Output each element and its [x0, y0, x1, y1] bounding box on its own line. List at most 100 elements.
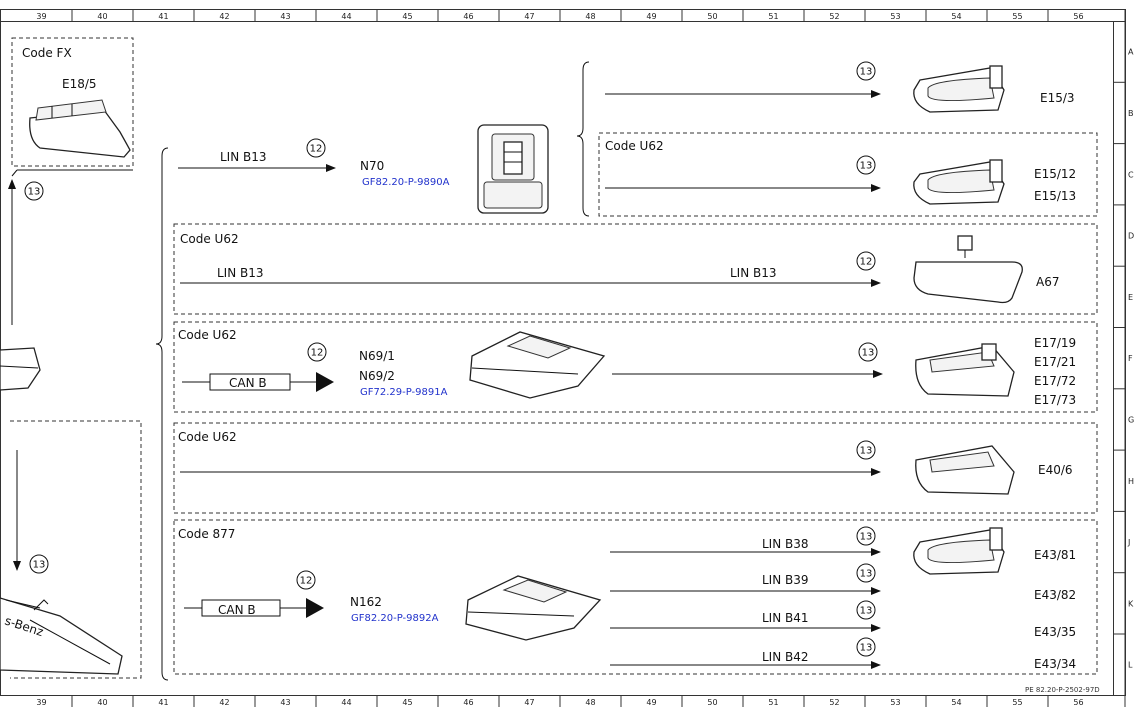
- ref-circle-b41: 13: [856, 600, 876, 620]
- footer-ref: PE 82.20-P-2502-97D: [1025, 686, 1100, 694]
- ruler-col-label: 50: [707, 698, 717, 707]
- n69-ref-link[interactable]: GF72.29-P-9891A: [360, 387, 448, 398]
- top-right-brace: [576, 61, 590, 217]
- ruler-col-label: 45: [402, 12, 412, 21]
- lin-b38-label: LIN B38: [762, 537, 809, 551]
- ruler-row-label: D: [1128, 232, 1134, 241]
- e15-13-label: E15/13: [1034, 189, 1076, 203]
- code-877-label: Code 877: [178, 527, 235, 541]
- ruler-col-label: 46: [463, 12, 473, 21]
- svg-text:13: 13: [860, 67, 873, 78]
- ruler-col-label: 40: [97, 698, 107, 707]
- e17-21-label: E17/21: [1034, 355, 1076, 369]
- ruler-col-label: 52: [829, 12, 839, 21]
- n70-bus-label: LIN B13: [220, 150, 267, 164]
- e15-12-lamp-icon: [913, 159, 1005, 205]
- ruler-col-label: 45: [402, 698, 412, 707]
- ruler-col-label: 41: [158, 698, 168, 707]
- e17-72-label: E17/72: [1034, 374, 1076, 388]
- ruler-col-label: 48: [585, 698, 595, 707]
- svg-text:13: 13: [860, 569, 873, 580]
- ref-circle-b38: 13: [856, 526, 876, 546]
- ref-circle-e40: 13: [856, 440, 876, 460]
- e15-3-lamp-icon: [913, 65, 1005, 113]
- ruler-col-label: 43: [280, 12, 290, 21]
- e17-lamp-icon: [915, 343, 1015, 397]
- ruler-col-label: 52: [829, 698, 839, 707]
- ruler-frame: 3939404041414242434344444545464647474848…: [0, 9, 1134, 707]
- left-connector: [11, 169, 18, 177]
- ruler-col-label: 55: [1012, 698, 1022, 707]
- a67-u62-box: [173, 223, 1098, 315]
- n69-1-label: N69/1: [359, 349, 395, 363]
- ref-circle-n70: 12: [306, 138, 326, 158]
- e15-3-label: E15/3: [1040, 91, 1075, 105]
- lin-b39-label: LIN B39: [762, 573, 809, 587]
- ruler-col-label: 39: [36, 12, 46, 21]
- ruler-col-label: 44: [341, 12, 351, 21]
- ref-circle-b39: 13: [856, 563, 876, 583]
- n69-2-label: N69/2: [359, 369, 395, 383]
- ruler-row-label: A: [1128, 48, 1134, 57]
- e17-73-label: E17/73: [1034, 393, 1076, 407]
- lin-b42-label: LIN B42: [762, 650, 809, 664]
- a67-code: Code U62: [180, 232, 239, 246]
- can-b-arrow-n162: [184, 598, 324, 618]
- n70-ref-link[interactable]: GF82.20-P-9890A: [362, 177, 450, 188]
- svg-text:13: 13: [860, 161, 873, 172]
- n69-control-unit-icon: [469, 331, 606, 399]
- ruler-col-label: 49: [646, 12, 656, 21]
- n69-u62-box: [173, 321, 1098, 413]
- ruler-row-label: E: [1128, 293, 1133, 302]
- ruler-col-label: 47: [524, 12, 534, 21]
- e40-6-lamp-icon: [915, 445, 1015, 495]
- ruler-row-label: F: [1128, 354, 1133, 363]
- svg-text:13: 13: [28, 187, 41, 198]
- n162-label: N162: [350, 595, 382, 609]
- ruler-col-label: 53: [890, 12, 900, 21]
- e40-code: Code U62: [178, 430, 237, 444]
- e18-5-label: E18/5: [62, 77, 97, 91]
- ref-circle-e15-3: 13: [856, 61, 876, 81]
- ruler-col-label: 54: [951, 698, 961, 707]
- svg-text:12: 12: [860, 257, 873, 268]
- ruler-col-label: 55: [1012, 12, 1022, 21]
- can-b-arrow-n69: [182, 372, 334, 392]
- svg-text:13: 13: [862, 348, 875, 359]
- door-sill-icon: [0, 597, 123, 675]
- e43-81-label: E43/81: [1034, 548, 1076, 562]
- svg-text:12: 12: [310, 144, 323, 155]
- n69-code: Code U62: [178, 328, 237, 342]
- svg-text:13: 13: [860, 643, 873, 654]
- n162-ref-link[interactable]: GF82.20-P-9892A: [351, 613, 439, 624]
- svg-text:12: 12: [300, 576, 313, 587]
- code-fx-box: [11, 37, 134, 167]
- svg-text:13: 13: [860, 532, 873, 543]
- n70-control-unit-icon: [477, 124, 549, 214]
- lin-b41-label: LIN B41: [762, 611, 809, 625]
- svg-text:13: 13: [860, 446, 873, 457]
- ref-circle-left-top: 13: [24, 181, 44, 201]
- a67-bus-left: LIN B13: [217, 266, 264, 280]
- ruler-col-label: 41: [158, 12, 168, 21]
- ref-circle-b42: 13: [856, 637, 876, 657]
- e43-82-label: E43/82: [1034, 588, 1076, 602]
- ruler-col-label: 44: [341, 698, 351, 707]
- e40-6-label: E40/6: [1038, 463, 1073, 477]
- ruler-row-label: J: [1127, 538, 1130, 547]
- n162-bus-label: CAN B: [218, 603, 256, 617]
- ruler-col-label: 51: [768, 12, 778, 21]
- n70-label: N70: [360, 159, 384, 173]
- top-u62-code: Code U62: [605, 139, 664, 153]
- ruler-row-label: C: [1128, 170, 1134, 179]
- n162-control-unit-icon: [465, 575, 602, 641]
- ruler-col-label: 56: [1073, 12, 1083, 21]
- ruler-row-label: B: [1128, 109, 1134, 118]
- n69-bus-label: CAN B: [229, 376, 267, 390]
- ruler-row-label: L: [1128, 661, 1133, 670]
- ruler-col-label: 47: [524, 698, 534, 707]
- e18-5-lamp-icon: [29, 99, 131, 158]
- ruler-row-label: K: [1128, 599, 1134, 608]
- ref-circle-n69-out: 13: [858, 342, 878, 362]
